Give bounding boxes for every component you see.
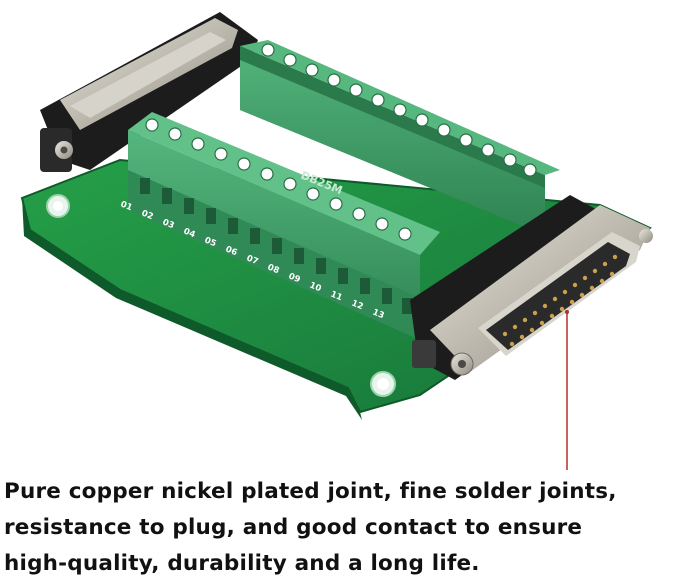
- pin-label: 12: [350, 299, 365, 313]
- pin-label: 09: [287, 272, 302, 286]
- product-photo: DB25M 01 02 03 04 05 06 07 08 09 10 11 1…: [20, 12, 653, 470]
- caption-line: Pure copper nickel plated joint, fine so…: [4, 479, 617, 504]
- terminal-screws-front: [145, 118, 412, 241]
- pin-label: 11: [329, 290, 344, 304]
- pin-labels: 01 02 03 04 05 06 07 08 09 10 11 12 13: [119, 200, 386, 322]
- pin-label: 03: [161, 218, 176, 232]
- pin-label: 07: [245, 254, 260, 268]
- pin-label: 01: [119, 200, 134, 214]
- mounting-hole-left: [46, 194, 70, 218]
- rear-db25-connector: [40, 12, 258, 172]
- terminal-block-front: [128, 112, 440, 340]
- pin-label: 10: [308, 281, 323, 295]
- mounting-hole-bottom: [370, 371, 396, 397]
- terminal-wire-openings-front: [140, 178, 412, 314]
- pin-label: 02: [140, 209, 155, 223]
- pin-label: 08: [266, 263, 281, 277]
- pin-label: 05: [203, 236, 218, 250]
- pin-label: 06: [224, 245, 239, 259]
- caption-line: high-quality, durability and a long life…: [4, 551, 480, 576]
- pin-label: 04: [182, 227, 197, 241]
- terminal-block-rear: [240, 40, 560, 235]
- front-db25-male-connector: [410, 195, 653, 380]
- connector-pins: [502, 254, 618, 347]
- caption: Pure copper nickel plated joint, fine so…: [4, 474, 676, 582]
- terminal-screws-rear: [261, 43, 537, 177]
- pin-label: 13: [371, 308, 386, 322]
- caption-line: resistance to plug, and good contact to …: [4, 515, 583, 540]
